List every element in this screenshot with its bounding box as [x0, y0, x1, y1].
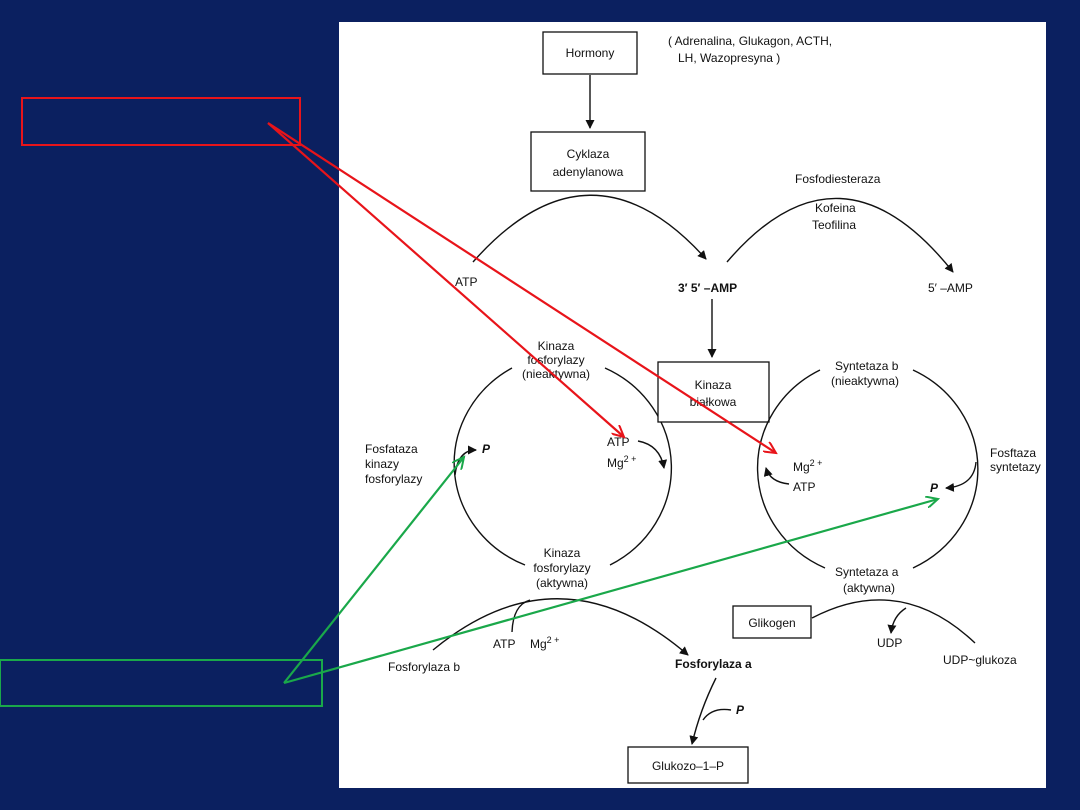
phosphatase-synthase-line1: Fosftaza — [990, 446, 1036, 460]
mg-mid-label: Mg2 + — [607, 454, 636, 470]
kinase-cycle-left-arc — [453, 367, 526, 566]
synthase-a-line2: (aktywna) — [843, 581, 895, 595]
synthase-cycle-left-arc — [756, 369, 826, 569]
mg-right-text: Mg — [793, 460, 810, 474]
atp-branch-bottom — [511, 599, 531, 633]
synthase-a-line1: Syntetaza a — [835, 565, 899, 579]
phosphatase-kinase-line3: fosforylazy — [365, 472, 422, 486]
phosphorylase-b-label: Fosforylaza b — [388, 660, 460, 674]
udp-glucose-to-glycogen-arc — [811, 599, 976, 644]
inhibitor-caffeine-label: Kofeina — [815, 201, 856, 215]
phosphate-release-left-arrow — [454, 445, 477, 476]
red-annotation-box — [21, 97, 301, 146]
synthase-cycle-right-arc — [912, 369, 979, 569]
inhibitor-theophylline-label: Teofilina — [812, 218, 856, 232]
atp-to-camp-arc — [472, 194, 707, 263]
adenylate-cyclase-line1: Cyklaza — [567, 147, 610, 161]
hormones-box — [542, 31, 638, 75]
p-left-label: P — [482, 442, 491, 456]
mg-right-superscript: 2 + — [810, 458, 823, 468]
phosphatase-synthase-line2: syntetazy — [990, 460, 1041, 474]
udp-glucose-label: UDP~glukoza — [943, 653, 1017, 667]
green-arrow-to-synthase-phosphatase — [283, 499, 938, 685]
green-annotation-box — [0, 659, 323, 707]
atp-mid-label: ATP — [607, 435, 629, 449]
synthase-b-line1: Syntetaza b — [835, 359, 899, 373]
atp-top-label: ATP — [455, 275, 477, 289]
udp-release-arrow — [887, 607, 907, 634]
p-bottom-label: P — [736, 703, 745, 717]
kinase-inactive-line3: (nieaktywna) — [522, 367, 590, 381]
phosphorylase-activation-arc — [432, 598, 689, 656]
kinase-active-line2: fosforylazy — [533, 561, 590, 575]
five-amp-label: 5′ –AMP — [928, 281, 973, 295]
phosphate-input-bottom — [702, 708, 732, 721]
glycogen-label: Glikogen — [748, 616, 795, 630]
mg-bottom-superscript: 2 + — [547, 635, 560, 645]
phosphate-release-right-arrow — [945, 461, 977, 492]
red-arrow-to-synthase-atp — [267, 122, 776, 453]
atp-consume-mid-arrow — [637, 440, 668, 469]
phosphodiesterase-label: Fosfodiesteraza — [795, 172, 881, 186]
phosphatase-kinase-line2: kinazy — [365, 457, 399, 471]
protein-kinase-line1: Kinaza — [695, 378, 732, 392]
glycogen-box — [732, 605, 812, 639]
camp-label: 3′ 5′ –AMP — [678, 281, 737, 295]
synthase-b-line2: (nieaktywna) — [831, 374, 899, 388]
atp-consume-right-arrow — [763, 467, 790, 485]
kinase-active-line3: (aktywna) — [536, 576, 588, 590]
phosphatase-kinase-line1: Fosfataza — [365, 442, 418, 456]
glucose-1-p-box — [627, 746, 749, 784]
kinase-inactive-line1: Kinaza — [538, 339, 575, 353]
kinase-active-line1: Kinaza — [544, 546, 581, 560]
hormones-label: Hormony — [566, 46, 615, 60]
mg-right-label: Mg2 + — [793, 458, 822, 474]
hormones-list-line1: ( Adrenalina, Glukagon, ACTH, — [668, 34, 832, 48]
adenylate-cyclase-line2: adenylanowa — [553, 165, 624, 179]
glucose-1-p-label: Glukozo–1–P — [652, 759, 724, 773]
kinase-cycle-right-arc — [604, 367, 673, 566]
adenylate-cyclase-box — [530, 131, 646, 192]
mg-mid-superscript: 2 + — [624, 454, 637, 464]
camp-to-amp-arc — [726, 197, 954, 273]
atp-bottom-label: ATP — [493, 637, 515, 651]
udp-label: UDP — [877, 636, 902, 650]
hormones-list-line2: LH, Wazopresyna ) — [678, 51, 780, 65]
mg-bottom-label: Mg2 + — [530, 635, 559, 651]
green-arrow-to-kinase-phosphatase — [283, 457, 464, 684]
phosphorylase-a-label: Fosforylaza a — [675, 657, 752, 671]
mg-mid-text: Mg — [607, 456, 624, 470]
phosphorylase-to-glucose-arrow — [689, 677, 717, 745]
red-arrow-to-kinase-atp — [267, 122, 624, 437]
p-right-label: P — [930, 481, 939, 495]
mg-bottom-text: Mg — [530, 637, 547, 651]
atp-right-label: ATP — [793, 480, 815, 494]
